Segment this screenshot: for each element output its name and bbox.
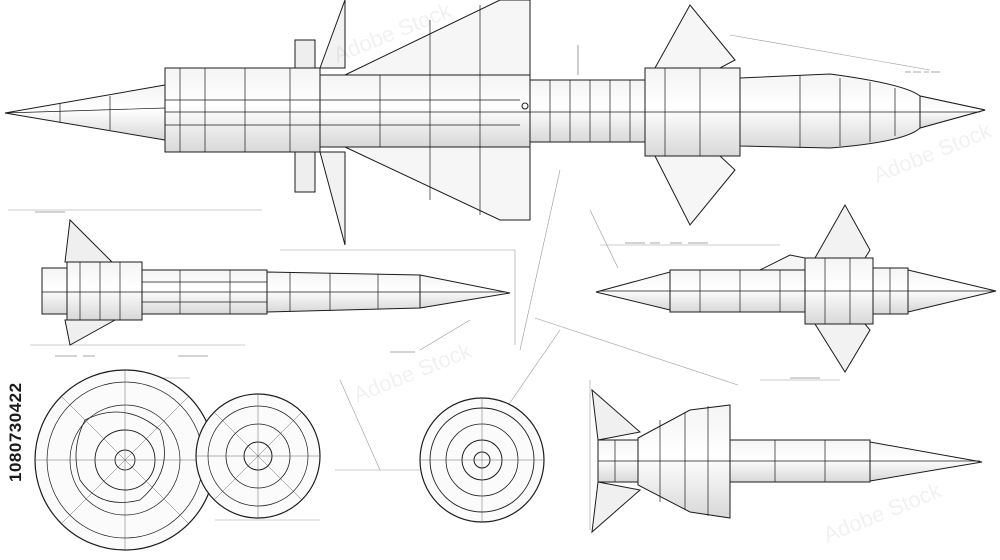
br-nose-cone	[869, 441, 983, 482]
ml-rear-fin-lower	[64, 319, 117, 346]
bottom-right-missile-side-view	[591, 388, 983, 534]
top-missile-side-view	[4, 0, 986, 246]
ml-rear-fin-upper	[64, 218, 117, 266]
br-rear-fin-lower	[591, 481, 642, 534]
middle-right-missile-side-view	[595, 203, 997, 373]
image-id-label: 1080730422	[6, 382, 25, 482]
top-upper-wing	[344, 0, 531, 76]
top-lower-wing	[344, 146, 531, 221]
middle-left-missile-side-view	[41, 218, 511, 346]
top-upper-fin-front	[319, 0, 346, 69]
annotation-marks	[35, 45, 940, 379]
top-lower-fin-front	[319, 151, 346, 246]
ml-nose-cone	[419, 274, 511, 309]
mr-upper-fin	[814, 203, 871, 259]
top-lower-tail-fin	[654, 155, 736, 226]
medium-section-wheel	[195, 393, 321, 519]
top-forward-body	[164, 67, 321, 153]
top-upper-tail-fin	[654, 4, 736, 69]
mr-lower-fin	[814, 323, 871, 373]
br-rear-fin-upper	[591, 388, 642, 441]
large-section-wheel	[34, 369, 216, 551]
small-section-wheel	[419, 397, 545, 523]
